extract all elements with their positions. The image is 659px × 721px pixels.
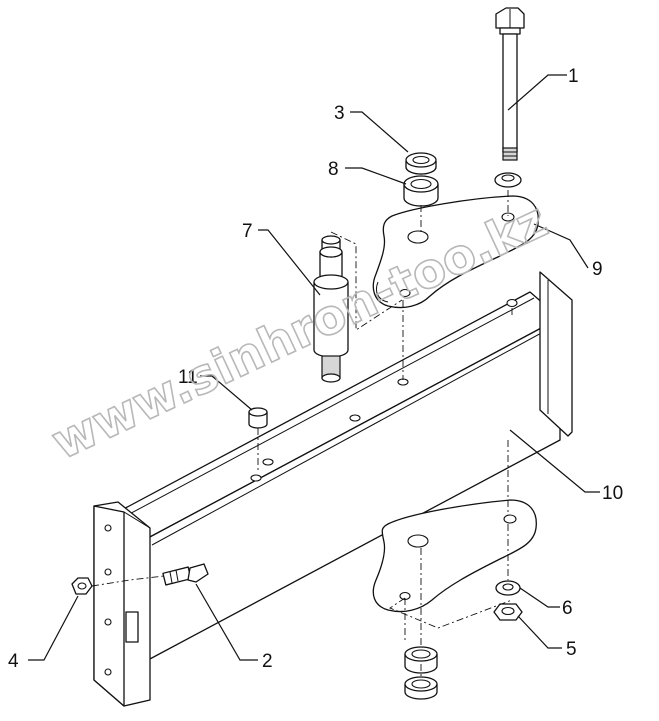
long-bolt xyxy=(495,7,525,161)
upper-bracket-plate xyxy=(372,195,539,309)
callout-11: 11 xyxy=(178,367,198,388)
callout-4: 4 xyxy=(8,651,19,672)
callout-labels: 1 2 3 4 5 6 7 8 9 10 11 xyxy=(8,66,623,672)
nut-part-5 xyxy=(493,603,523,621)
square-tube-beam xyxy=(93,271,573,707)
callout-10: 10 xyxy=(602,483,623,504)
leader-lines xyxy=(28,74,600,661)
washer-part-6 xyxy=(495,580,521,596)
callout-8: 8 xyxy=(328,159,339,180)
callout-1: 1 xyxy=(568,66,579,87)
callout-9: 9 xyxy=(592,259,603,280)
kingpin-shaft xyxy=(313,235,349,383)
lower-bracket-plate xyxy=(372,499,537,613)
callout-6: 6 xyxy=(562,598,573,619)
callout-3: 3 xyxy=(334,103,345,124)
lower-bushing-pair xyxy=(404,646,438,700)
top-nut-part-3 xyxy=(405,152,437,175)
nut-part-4 xyxy=(71,577,93,595)
side-bolt-part-2 xyxy=(162,563,209,586)
callout-2: 2 xyxy=(262,651,273,672)
bolt-washer xyxy=(494,172,522,188)
plug-part-11 xyxy=(248,407,268,429)
bushing-part-8 xyxy=(403,175,439,207)
callout-7: 7 xyxy=(242,221,253,242)
assembly-center-lines xyxy=(91,190,513,677)
callout-5: 5 xyxy=(566,639,577,660)
